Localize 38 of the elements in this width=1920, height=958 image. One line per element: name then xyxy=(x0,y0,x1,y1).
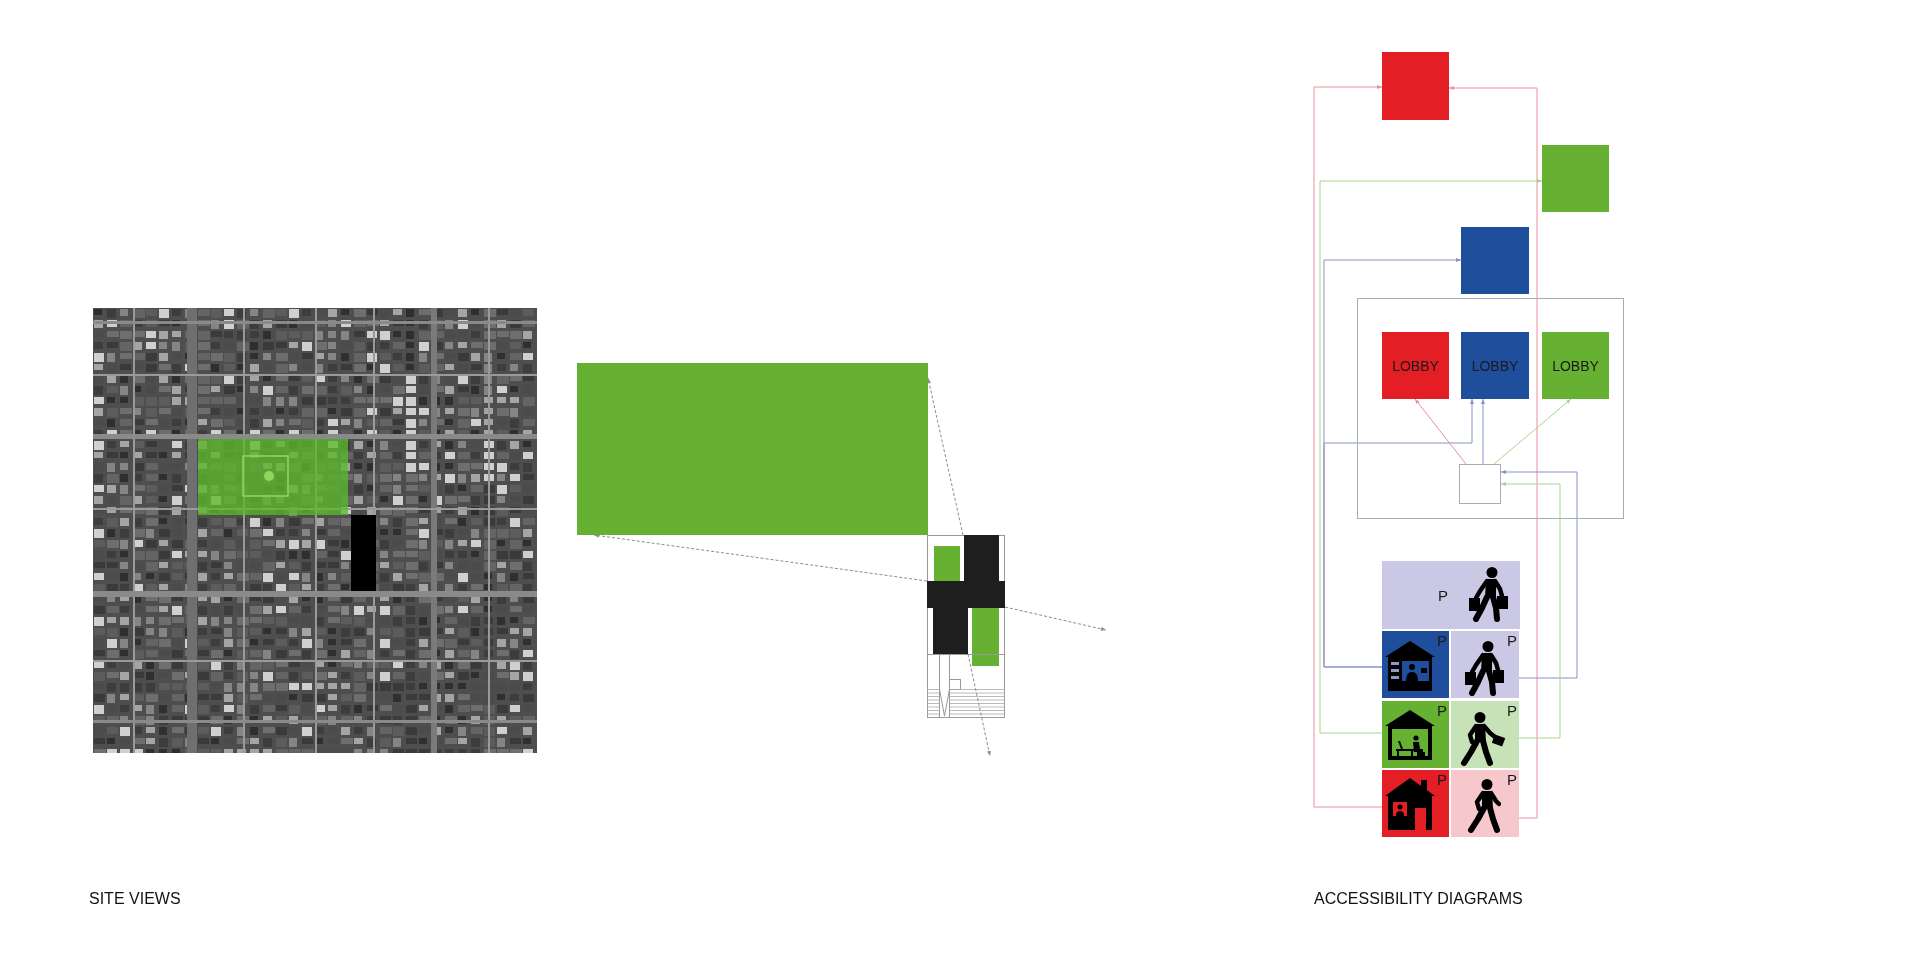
zone-block xyxy=(1542,145,1609,212)
arrow xyxy=(1481,398,1485,465)
arrow xyxy=(1313,85,1383,808)
lobby-block: LOBBY xyxy=(1461,332,1529,399)
access-tile xyxy=(1382,770,1449,837)
site-area xyxy=(577,363,928,535)
group-frame xyxy=(1357,298,1624,519)
tile-label: P xyxy=(1438,587,1448,604)
access-tile xyxy=(1451,701,1519,768)
tile-label: P xyxy=(1437,702,1447,719)
arrow xyxy=(1319,179,1543,734)
tile-label: P xyxy=(1507,771,1517,788)
arrow xyxy=(967,653,991,757)
access-tile xyxy=(1382,701,1449,768)
arrow xyxy=(593,533,928,582)
arrow xyxy=(1493,398,1572,465)
small-square xyxy=(1459,464,1501,504)
access-tile xyxy=(1382,561,1520,629)
section-title: ACCESSIBILITY DIAGRAMS xyxy=(1314,890,1523,908)
building-footprint xyxy=(927,535,1005,654)
zone-block xyxy=(1461,227,1529,294)
zone-block xyxy=(1382,52,1449,120)
arrow xyxy=(1004,606,1107,631)
access-tile xyxy=(1382,631,1449,698)
tile-label: P xyxy=(1507,702,1517,719)
tile-label: P xyxy=(1437,632,1447,649)
access-tile xyxy=(1451,770,1519,837)
arrow xyxy=(1500,482,1561,739)
arrow xyxy=(1448,86,1538,819)
tile-label: P xyxy=(1507,632,1517,649)
section-title: SITE VIEWS xyxy=(89,890,181,908)
lobby-block: LOBBY xyxy=(1382,332,1449,399)
arrow xyxy=(1414,398,1467,465)
access-tile xyxy=(1451,631,1519,698)
arrow xyxy=(1500,470,1578,679)
tile-label: P xyxy=(1437,771,1447,788)
arrow xyxy=(1323,398,1474,668)
lobby-block: LOBBY xyxy=(1542,332,1609,399)
